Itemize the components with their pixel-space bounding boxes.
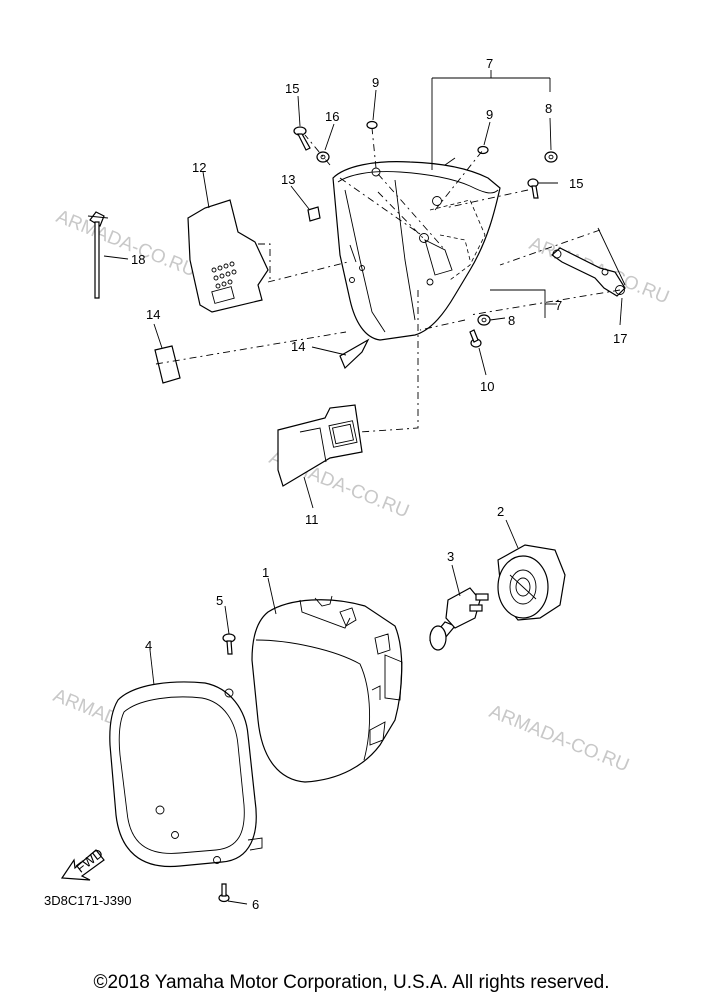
- callout-5: 5: [216, 593, 223, 608]
- callout-6: 6: [252, 897, 259, 912]
- stay-part-17: [551, 247, 626, 297]
- callout-1: 1: [262, 565, 269, 580]
- callout-9-top: 9: [372, 75, 379, 90]
- callout-7-top: 7: [486, 56, 493, 71]
- headlight-unit-part-1: [251, 595, 403, 783]
- callout-8-right: 8: [508, 313, 515, 328]
- cover-part-11: [277, 404, 363, 487]
- callout-15-left: 15: [285, 81, 299, 96]
- callout-4: 4: [145, 638, 152, 653]
- callout-3: 3: [447, 549, 454, 564]
- callout-7-right: 7: [555, 298, 562, 313]
- callout-13: 13: [281, 172, 295, 187]
- label-part-13: [307, 206, 321, 222]
- callout-14-left: 14: [146, 307, 160, 322]
- leader-lines: [103, 70, 626, 905]
- callout-16: 16: [325, 109, 339, 124]
- callout-numbers: 1 2 3 4 5 6 7 7 8 8 9 9 10 11 12 13 14 1…: [131, 56, 627, 912]
- callout-17: 17: [613, 331, 627, 346]
- callout-11: 11: [305, 512, 319, 527]
- callout-15-right: 15: [569, 176, 583, 191]
- fwd-arrow-icon: FWD: [60, 846, 106, 881]
- callout-9-right: 9: [486, 107, 493, 122]
- watermark-5: ARMADA-CO.RU: [486, 701, 632, 776]
- bulb-part-3: [429, 587, 489, 651]
- watermark-1: ARMADA-CO.RU: [53, 206, 199, 281]
- callout-8-top: 8: [545, 101, 552, 116]
- bulb-cover-part-2: [497, 544, 566, 621]
- headlight-bracket-part-7: [332, 157, 501, 341]
- label-part-14-right: [339, 338, 370, 370]
- callout-12: 12: [192, 160, 206, 175]
- fasteners: [218, 120, 558, 903]
- callout-10: 10: [480, 379, 494, 394]
- plate-part-12: [187, 199, 269, 313]
- label-part-14-left: [154, 345, 181, 384]
- callout-14-center: 14: [291, 339, 305, 354]
- alignment-lines: [155, 127, 621, 433]
- rim-part-4: [109, 681, 263, 868]
- callout-18: 18: [131, 252, 145, 267]
- callout-2: 2: [497, 504, 504, 519]
- band-part-18: [87, 211, 109, 299]
- diagram-code: 3D8C171-J390: [44, 893, 131, 908]
- copyright-notice: ©2018 Yamaha Motor Corporation, U.S.A. A…: [93, 972, 610, 993]
